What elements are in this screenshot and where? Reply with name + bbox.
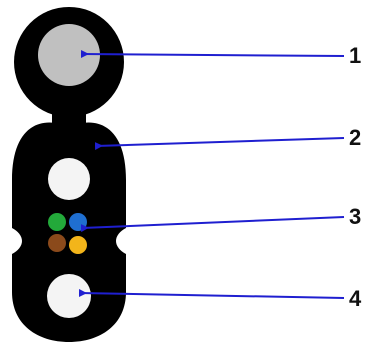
fiber-brown — [48, 234, 66, 252]
callout-arrow-2 — [94, 137, 345, 151]
callout-arrow-1 — [80, 49, 345, 58]
callout-label-4: 4 — [349, 286, 362, 311]
callout-label-2: 2 — [349, 125, 361, 150]
fiber-yellow — [69, 236, 87, 254]
main-sheath-body — [12, 122, 126, 342]
callout-label-1: 1 — [349, 43, 361, 68]
fiber-green — [48, 213, 66, 231]
upper-strength-member — [48, 158, 90, 200]
messenger-wire — [38, 24, 100, 86]
callout-arrows — [78, 49, 345, 299]
callout-arrow-3 — [80, 216, 345, 233]
strength-member — [47, 274, 91, 318]
callout-label-3: 3 — [349, 204, 361, 229]
callout-labels: 1 2 3 4 — [349, 43, 362, 311]
callout-arrow-4 — [78, 288, 345, 299]
